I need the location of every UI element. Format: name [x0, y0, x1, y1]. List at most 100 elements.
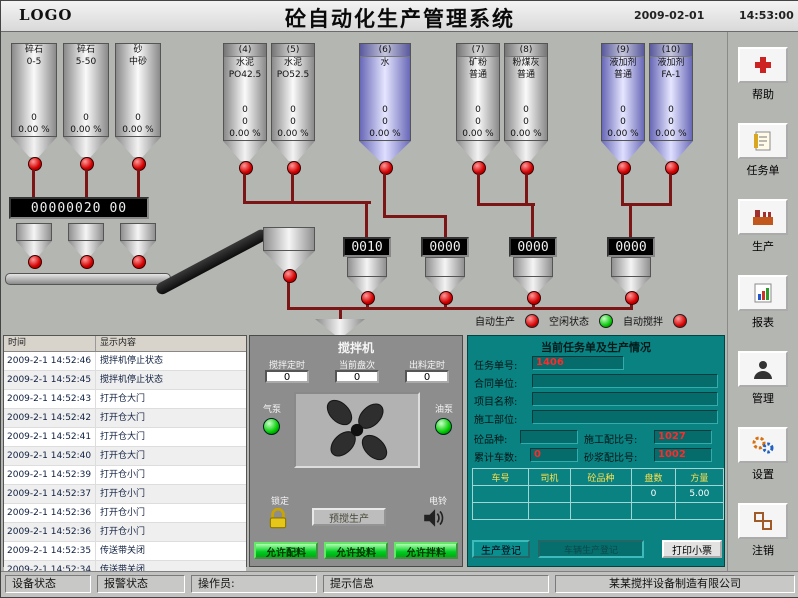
valve-indicator: [617, 161, 631, 175]
idle-state-label: 空闲状态: [549, 317, 589, 328]
silo-number: (4): [224, 44, 266, 57]
log-row[interactable]: 2009-2-1 14:52:45 搅拌机停止状态: [4, 371, 246, 390]
bell-icon[interactable]: [422, 508, 446, 532]
silo-additive-1: (9) 液加剂 普通 0 0 0.00 %: [601, 43, 645, 141]
management-icon: [738, 351, 788, 387]
valve-indicator: [28, 157, 42, 171]
col-batches: 盘数: [631, 468, 676, 486]
log-row[interactable]: 2009-2-1 14:52:41 打开仓大门: [4, 428, 246, 447]
management-button[interactable]: 管理: [734, 351, 792, 406]
log-time: 2009-2-1 14:52:45: [4, 371, 96, 389]
silo-number: (5): [272, 44, 314, 57]
valve-indicator: [287, 161, 301, 175]
silo-name: 矿粉: [468, 58, 487, 68]
pipe: [531, 203, 534, 237]
log-row[interactable]: 2009-2-1 14:52:35 传送带关闭: [4, 542, 246, 561]
production-register-button[interactable]: 生产登记: [472, 540, 530, 558]
silo-value: 0: [475, 117, 481, 127]
page-title: 砼自动化生产管理系统: [285, 6, 515, 31]
logout-icon: [738, 503, 788, 539]
silo-name: 水: [380, 58, 390, 68]
log-col-content: 显示内容: [100, 338, 137, 348]
log-row[interactable]: 2009-2-1 14:52:36 打开仓小门: [4, 523, 246, 542]
production-button[interactable]: 生产: [734, 199, 792, 254]
print-ticket-button[interactable]: 打印小票: [662, 540, 722, 558]
mixer-title: 搅拌机: [337, 341, 374, 355]
allow-mixing-button[interactable]: 允许拌料: [394, 542, 458, 559]
log-row[interactable]: 2009-2-1 14:52:40 打开仓大门: [4, 447, 246, 466]
silo-cement-2: (5) 水泥 PO52.5 0 0 0.00 %: [271, 43, 315, 141]
log-row[interactable]: 2009-2-1 14:52:42 打开仓大门: [4, 409, 246, 428]
silo-mineral-powder: (7) 矿粉 普通 0 0 0.00 %: [456, 43, 500, 141]
pipe: [291, 173, 294, 203]
pipe: [525, 173, 528, 205]
pipe: [444, 215, 447, 237]
log-row[interactable]: 2009-2-1 14:52:46 搅拌机停止状态: [4, 352, 246, 371]
conveyor-belt: [154, 227, 270, 297]
production-label: 生产: [752, 240, 774, 253]
silo-value: 0: [382, 105, 388, 115]
transfer-hopper-cone: [263, 251, 315, 271]
vehicle-register-button[interactable]: 车辆生产登记: [538, 540, 644, 558]
discharge-timer-label: 出料定时: [408, 361, 445, 371]
log-row[interactable]: 2009-2-1 14:52:39 打开仓小门: [4, 466, 246, 485]
reports-button[interactable]: 报表: [734, 275, 792, 330]
pipe: [444, 301, 447, 309]
reports-icon: [738, 275, 788, 311]
valve-indicator: [28, 255, 42, 269]
log-content: 传送带关闭: [100, 546, 146, 556]
lock-icon[interactable]: [266, 507, 290, 534]
title-bar: LOGO 砼自动化生产管理系统 2009-02-01 14:53:00: [1, 1, 798, 32]
date-display: 2009-02-01: [634, 9, 705, 22]
silo-percent: 0.00 %: [655, 129, 687, 139]
weigh-hopper: [16, 223, 52, 241]
silo-cone: [601, 141, 645, 161]
log-time: 2009-2-1 14:52:36: [4, 504, 96, 522]
aggregate-weight-value: 00000020: [30, 200, 102, 216]
device-status-cell: 设备状态: [5, 575, 91, 593]
log-content: 打开仓大门: [100, 413, 146, 423]
allow-batching-button[interactable]: 允许配料: [254, 542, 318, 559]
log-row[interactable]: 2009-2-1 14:52:43 打开仓大门: [4, 390, 246, 409]
pre-mix-production-button[interactable]: 预搅生产: [312, 508, 386, 526]
logout-button[interactable]: 注销: [734, 503, 792, 558]
logo: LOGO: [19, 6, 73, 24]
silo-name: 水泥: [235, 58, 254, 68]
silo-spec: 普通: [613, 70, 632, 80]
concrete-type-value: [520, 430, 578, 444]
task-panel-title: 当前任务单及生产情况: [541, 341, 651, 354]
log-row[interactable]: 2009-2-1 14:52:36 打开仓小门: [4, 504, 246, 523]
silo-percent: 0.00 %: [607, 129, 639, 139]
pipe: [243, 173, 246, 203]
production-icon: [738, 199, 788, 235]
silo-value: 0: [242, 117, 248, 127]
silo-aggregate-3: 砂 中砂 0 0.00 %: [115, 43, 161, 137]
help-button[interactable]: 帮助: [734, 47, 792, 102]
cell-truck-no: [471, 485, 530, 503]
dispatch-row[interactable]: 0 5.00: [471, 485, 725, 503]
transfer-hopper: [263, 227, 315, 251]
truck-count-value: 0: [530, 448, 578, 462]
additive-weight-display: 0000: [607, 237, 655, 257]
valve-indicator: [527, 291, 541, 305]
silo-cone: [11, 137, 57, 157]
settings-icon: [738, 427, 788, 463]
lock-label: 锁定: [270, 497, 289, 507]
task-order-button[interactable]: 任务单: [734, 123, 792, 178]
weigh-hopper: [68, 223, 104, 241]
log-content: 打开仓小门: [100, 489, 146, 499]
mixer-panel: 搅拌机 搅拌定时 0 当前盘次 0 出料定时 0 气泵 油泵 锁定 预搅: [249, 335, 463, 567]
silo-percent: 0.00 %: [369, 129, 401, 139]
col-truck-no: 车号: [471, 468, 530, 486]
silo-spec: 0-5: [26, 57, 42, 67]
log-content: 打开仓小门: [100, 470, 146, 480]
task-order-label: 任务单: [746, 164, 780, 177]
time-display: 14:53:00: [739, 9, 794, 22]
pipe: [669, 173, 672, 205]
allow-feeding-button[interactable]: 允许投料: [324, 542, 388, 559]
log-row[interactable]: 2009-2-1 14:52:37 打开仓小门: [4, 485, 246, 504]
valve-indicator: [379, 161, 393, 175]
silo-spec: PO42.5: [228, 70, 262, 80]
silo-value: 0: [31, 113, 37, 123]
settings-button[interactable]: 设置: [734, 427, 792, 482]
